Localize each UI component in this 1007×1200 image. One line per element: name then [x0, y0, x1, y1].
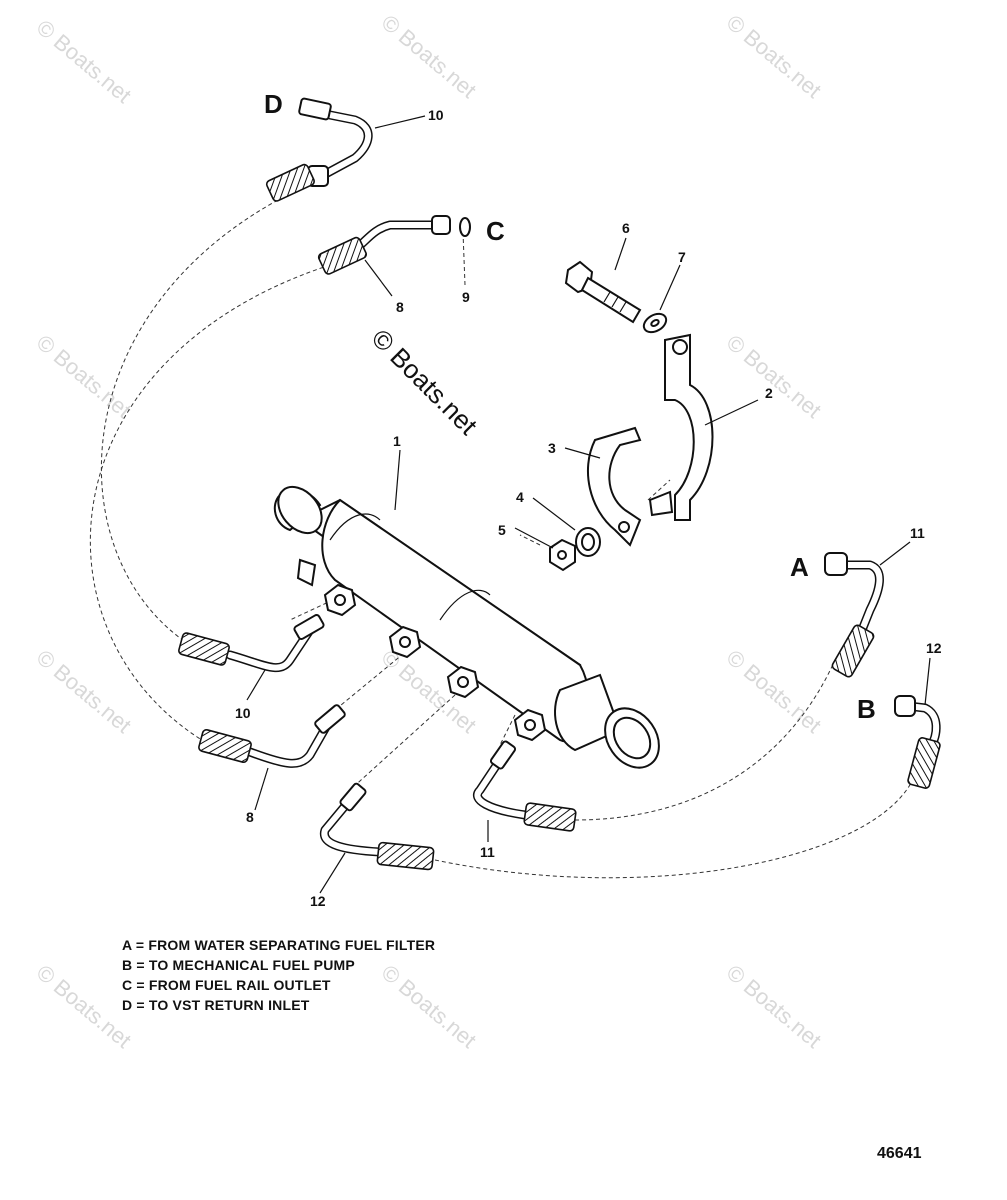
hose-10-top	[265, 97, 373, 202]
routing-lines	[90, 199, 916, 879]
watermark: © Boats.net	[32, 15, 136, 108]
leader-lines	[246, 115, 931, 894]
hose-10-bottom	[178, 614, 325, 673]
callout-3: 3	[548, 440, 556, 456]
callout-8-bottom: 8	[246, 809, 254, 825]
bolt-6	[564, 260, 642, 324]
hex-fittings	[323, 583, 547, 742]
callout-12-bottom: 12	[310, 893, 326, 909]
hose-8-top	[317, 215, 471, 275]
callout-10-top: 10	[428, 107, 444, 123]
callout-9: 9	[462, 289, 470, 305]
bracket-2	[648, 333, 714, 521]
hose-11-right	[824, 552, 884, 678]
main-watermark: © Boats.net	[366, 323, 484, 441]
watermark: © Boats.net	[32, 645, 136, 738]
legend: A = FROM WATER SEPARATING FUEL FILTER B …	[122, 935, 435, 1015]
callout-6: 6	[622, 220, 630, 236]
legend-item-d: D = TO VST RETURN INLET	[122, 997, 310, 1013]
letter-d: D	[264, 89, 283, 119]
bushing-4	[575, 527, 601, 557]
legend-item-c: C = FROM FUEL RAIL OUTLET	[122, 977, 331, 993]
callout-1: 1	[393, 433, 401, 449]
watermark: © Boats.net	[32, 330, 136, 423]
callout-2: 2	[765, 385, 773, 401]
watermark: © Boats.net	[377, 10, 481, 103]
hose-12-bottom	[319, 782, 435, 871]
clamp-3	[587, 426, 642, 547]
hose-11-bottom	[473, 740, 577, 832]
callout-11-right: 11	[910, 525, 925, 541]
washer-7	[642, 312, 668, 334]
connection-letters: D C A B	[264, 89, 876, 724]
letter-a: A	[790, 552, 809, 582]
callout-4: 4	[516, 489, 524, 505]
legend-item-b: B = TO MECHANICAL FUEL PUMP	[122, 957, 355, 973]
letter-b: B	[857, 694, 876, 724]
letter-c: C	[486, 216, 505, 246]
callout-8-top: 8	[396, 299, 404, 315]
watermark: © Boats.net	[32, 960, 136, 1053]
callouts: 1 2 3 4 5 6 7 8 9 10 10 8 11 12 11 12	[235, 107, 942, 909]
watermarks: © Boats.net © Boats.net © Boats.net © Bo…	[32, 10, 826, 1053]
watermark: © Boats.net	[722, 330, 826, 423]
callout-12-right: 12	[926, 640, 942, 656]
watermark: © Boats.net	[722, 960, 826, 1053]
watermark: © Boats.net	[722, 10, 826, 103]
fuel-cooler	[273, 485, 660, 769]
callout-7: 7	[678, 249, 686, 265]
nut-5	[549, 538, 576, 572]
callout-11-bottom: 11	[480, 844, 495, 860]
callout-10-bottom: 10	[235, 705, 251, 721]
callout-5: 5	[498, 522, 506, 538]
watermark: © Boats.net	[722, 645, 826, 738]
figure-number: 46641	[877, 1145, 922, 1162]
legend-item-a: A = FROM WATER SEPARATING FUEL FILTER	[122, 937, 436, 953]
hose-8-bottom	[198, 704, 346, 768]
hose-12-right	[894, 695, 941, 789]
